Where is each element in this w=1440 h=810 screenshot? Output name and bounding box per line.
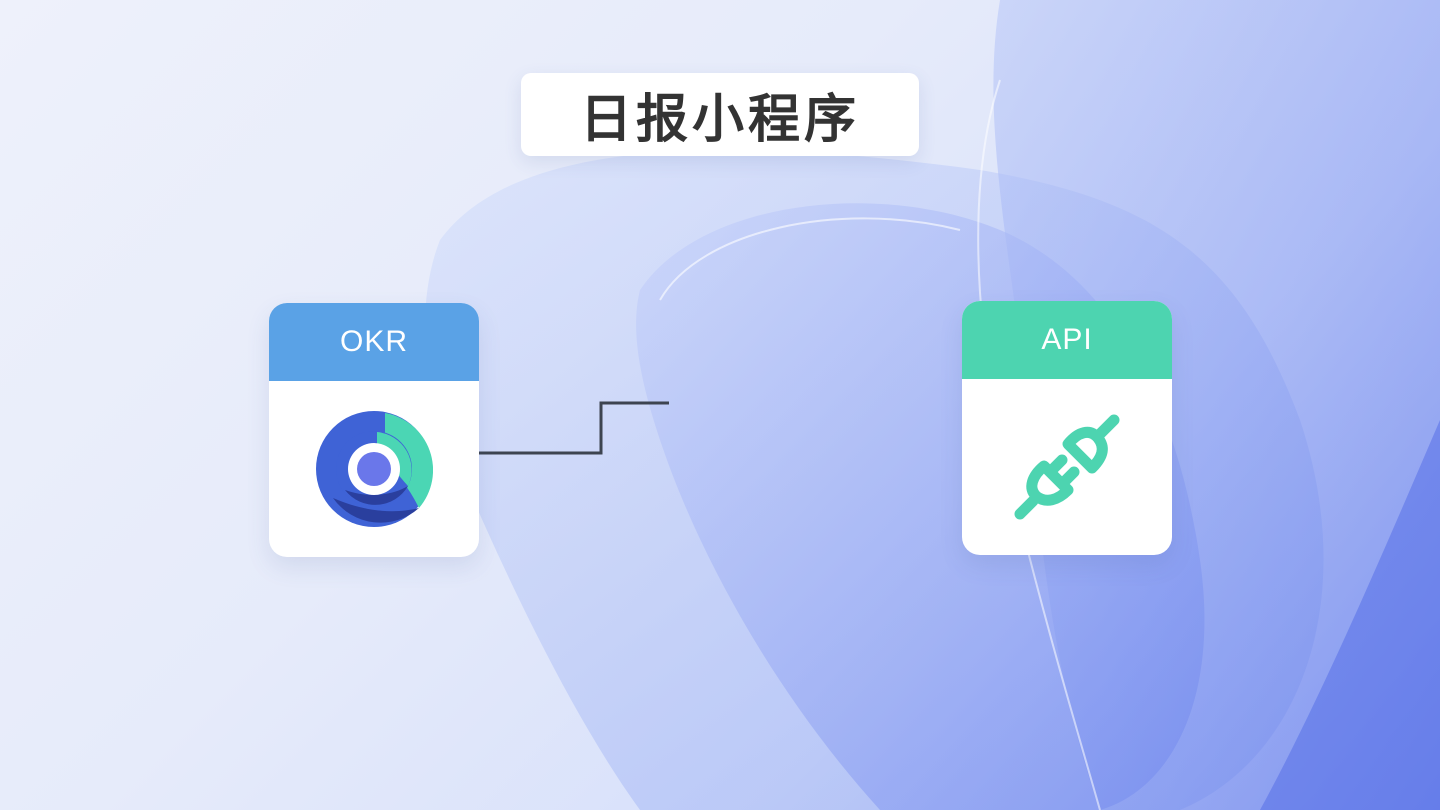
okr-card-label: OKR [339, 325, 408, 358]
api-card-header: API [962, 301, 1172, 379]
plug-icon [1014, 414, 1120, 520]
title-box: 日报小程序 [521, 73, 919, 156]
okr-card-header: OKR [269, 303, 479, 381]
api-card-label: API [1041, 323, 1093, 356]
page-title: 日报小程序 [579, 90, 860, 150]
okr-card-body [269, 381, 479, 557]
okr-card[interactable]: OKR [269, 303, 479, 557]
api-card-body [962, 379, 1172, 555]
okr-logo-icon [316, 411, 433, 527]
api-card[interactable]: API [962, 301, 1172, 555]
